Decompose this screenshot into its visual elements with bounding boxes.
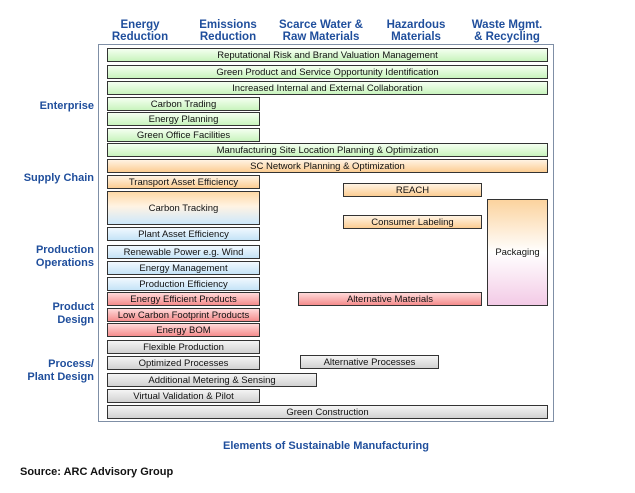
element-site-location-planning: Manufacturing Site Location Planning & O… xyxy=(107,143,548,157)
element-energy-planning: Energy Planning xyxy=(107,112,260,126)
column-header-line: Raw Materials xyxy=(282,31,360,43)
row-label-line: Production xyxy=(35,244,94,256)
element-low-carbon-products: Low Carbon Footprint Products xyxy=(107,308,260,322)
column-header-line: Energy xyxy=(120,19,160,31)
row-label-line: Design xyxy=(57,314,94,326)
diagram-caption: Elements of Sustainable Manufacturing xyxy=(223,440,429,452)
row-label-line: Operations xyxy=(35,257,94,269)
source-credit: Source: ARC Advisory Group xyxy=(20,466,174,478)
column-header-emissions-reduction: Emissions Reduction xyxy=(183,19,273,43)
element-green-construction: Green Construction xyxy=(107,405,548,419)
element-flexible-production: Flexible Production xyxy=(107,340,260,354)
element-reputational-risk: Reputational Risk and Brand Valuation Ma… xyxy=(107,48,548,62)
element-transport-asset-efficiency: Transport Asset Efficiency xyxy=(107,175,260,189)
row-label-line: Plant Design xyxy=(27,371,94,383)
element-energy-bom: Energy BOM xyxy=(107,323,260,337)
element-renewable-power: Renewable Power e.g. Wind xyxy=(107,245,260,259)
element-consumer-labeling: Consumer Labeling xyxy=(343,215,482,229)
column-header-line: Materials xyxy=(391,31,441,43)
element-alternative-materials: Alternative Materials xyxy=(298,292,482,306)
element-plant-asset-efficiency: Plant Asset Efficiency xyxy=(107,227,260,241)
column-header-line: Reduction xyxy=(111,31,169,43)
element-additional-metering: Additional Metering & Sensing xyxy=(107,373,317,387)
element-sc-network-planning: SC Network Planning & Optimization xyxy=(107,159,548,173)
element-carbon-trading: Carbon Trading xyxy=(107,97,260,111)
element-alternative-processes: Alternative Processes xyxy=(300,355,439,369)
element-collaboration: Increased Internal and External Collabor… xyxy=(107,81,548,95)
element-energy-efficient-products: Energy Efficient Products xyxy=(107,292,260,306)
element-production-efficiency: Production Efficiency xyxy=(107,277,260,291)
element-reach: REACH xyxy=(343,183,482,197)
column-header-line: Reduction xyxy=(199,31,257,43)
column-header-line: Waste Mgmt. xyxy=(471,19,543,31)
row-label-supply-chain: Supply Chain xyxy=(4,172,94,185)
row-label-product-design: Product Design xyxy=(4,301,94,327)
column-header-waste-mgmt: Waste Mgmt. & Recycling xyxy=(462,19,552,43)
column-header-energy-reduction: Energy Reduction xyxy=(95,19,185,43)
column-header-line: Emissions xyxy=(199,19,257,31)
column-header-line: Hazardous xyxy=(386,19,446,31)
column-header-hazardous-materials: Hazardous Materials xyxy=(371,19,461,43)
row-label-line: Enterprise xyxy=(39,100,94,112)
element-green-product-opportunity: Green Product and Service Opportunity Id… xyxy=(107,65,548,79)
element-optimized-processes: Optimized Processes xyxy=(107,356,260,370)
element-energy-management: Energy Management xyxy=(107,261,260,275)
column-header-line: Scarce Water & xyxy=(279,19,363,31)
element-packaging: Packaging xyxy=(487,199,548,306)
element-virtual-validation: Virtual Validation & Pilot xyxy=(107,389,260,403)
row-label-line: Supply Chain xyxy=(23,172,94,184)
element-carbon-tracking: Carbon Tracking xyxy=(107,191,260,225)
row-label-line: Product xyxy=(52,301,94,313)
row-label-enterprise: Enterprise xyxy=(4,100,94,113)
element-green-office-facilities: Green Office Facilities xyxy=(107,128,260,142)
column-header-line: & Recycling xyxy=(474,31,540,43)
row-label-process-plant-design: Process/ Plant Design xyxy=(4,358,94,384)
column-header-scarce-water: Scarce Water & Raw Materials xyxy=(276,19,366,43)
row-label-line: Process/ xyxy=(48,358,94,370)
row-label-production-operations: Production Operations xyxy=(4,244,94,270)
